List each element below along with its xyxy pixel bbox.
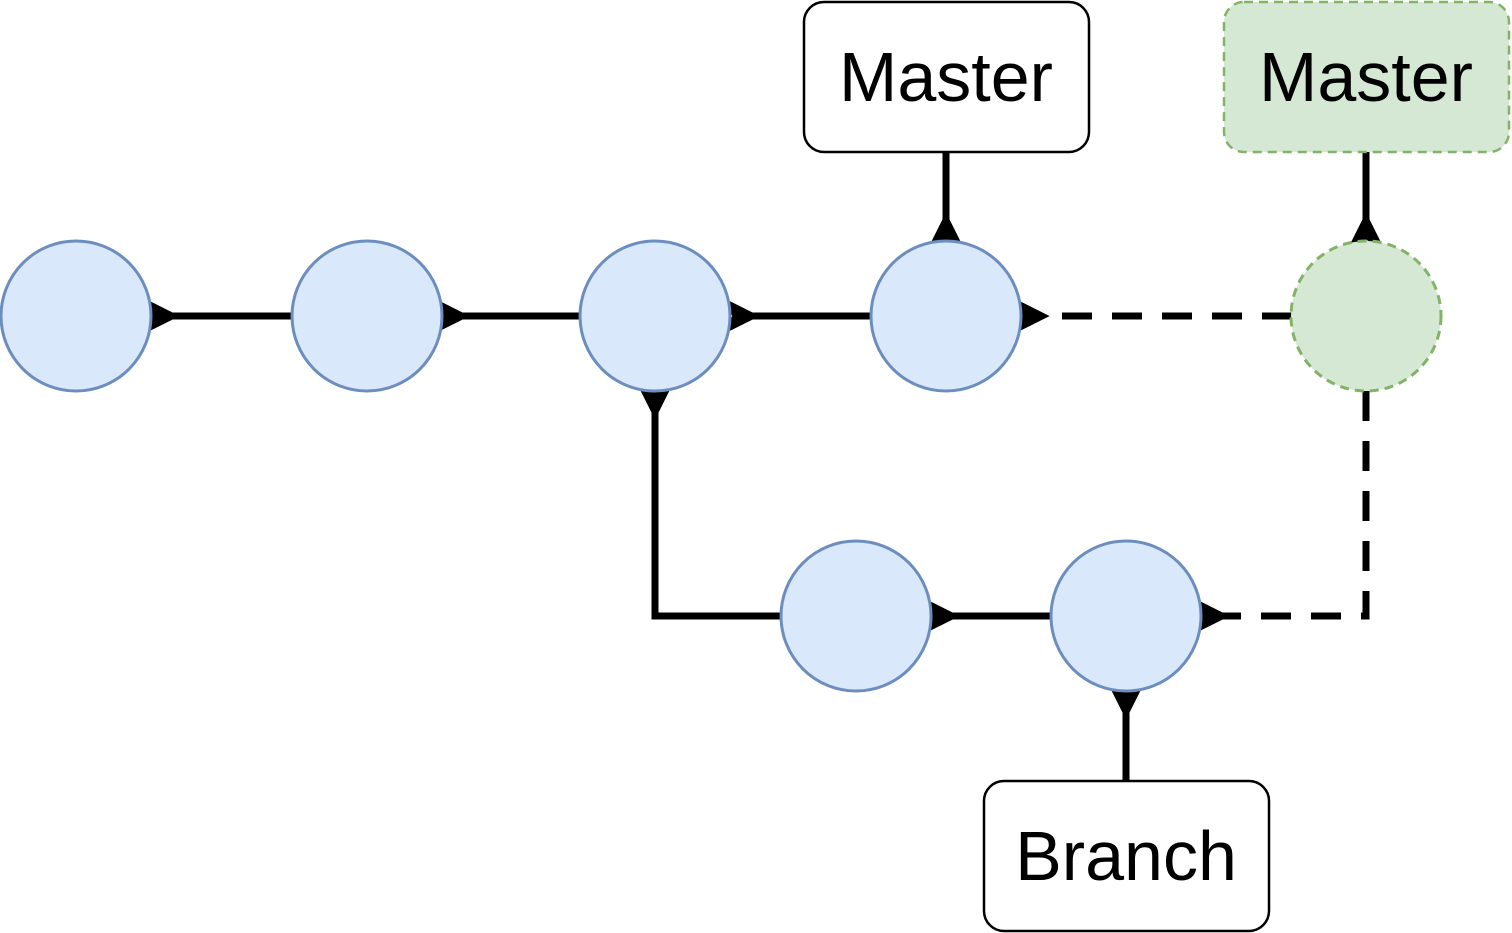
commit-node-c2 bbox=[290, 239, 444, 393]
edges bbox=[141, 152, 1386, 781]
commit-node-c1 bbox=[0, 239, 153, 393]
master-new-label-text: Master bbox=[1259, 38, 1473, 116]
commit-node-c4 bbox=[869, 239, 1023, 393]
master-new-label: Master bbox=[1222, 0, 1511, 154]
new-merge-commit-node bbox=[1289, 239, 1443, 393]
branch-label: Branch bbox=[982, 779, 1271, 933]
master-label: Master bbox=[802, 0, 1091, 154]
edge-b1-to-c3 bbox=[635, 381, 781, 620]
commit-node-c3 bbox=[578, 239, 732, 393]
edge-mnew-to-b2 bbox=[1191, 391, 1370, 636]
master-label-text: Master bbox=[839, 38, 1053, 116]
master-label-box bbox=[802, 0, 1091, 154]
commits bbox=[0, 239, 1443, 693]
commit-node-b2 bbox=[1049, 539, 1203, 693]
branch-label-text: Branch bbox=[1015, 817, 1237, 895]
branch-label-box bbox=[982, 779, 1271, 933]
commit-node-b1 bbox=[779, 539, 933, 693]
master-new-label-box bbox=[1222, 0, 1511, 154]
